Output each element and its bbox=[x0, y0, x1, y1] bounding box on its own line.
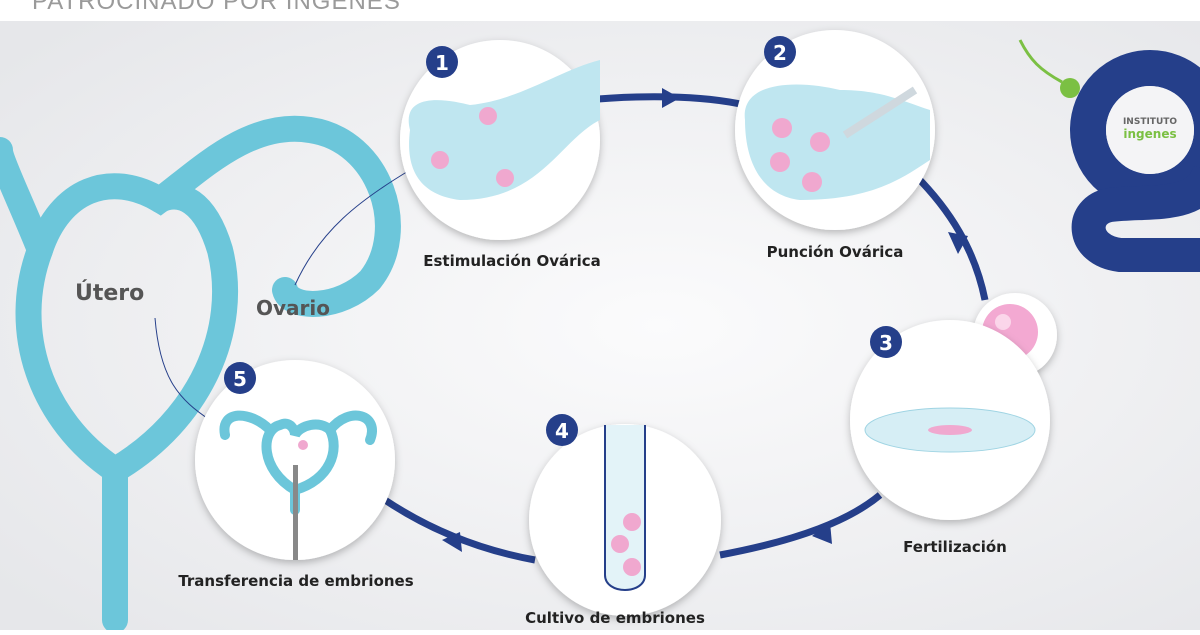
uterus-illustration bbox=[0, 115, 401, 633]
step-4-culture: 4 Cultivo de embriones bbox=[525, 414, 721, 627]
ingenes-logo: INSTITUTO ingenes bbox=[1018, 39, 1200, 272]
step-1-number: 1 bbox=[435, 51, 449, 75]
step-4-label: Cultivo de embriones bbox=[525, 609, 705, 627]
logo-line2: ingenes bbox=[1123, 127, 1176, 141]
ovario-leader-line bbox=[294, 169, 411, 286]
sponsor-text: PATROCINADO POR INGENES bbox=[32, 0, 401, 15]
step-5-transfer: 5 Transferencia de embriones bbox=[178, 360, 414, 590]
arrowhead-icon bbox=[442, 532, 462, 552]
ovario-label: Ovario bbox=[256, 296, 330, 320]
arrowhead-icon bbox=[662, 88, 680, 108]
step-2-number: 2 bbox=[773, 41, 787, 65]
step-3-number: 3 bbox=[879, 331, 893, 355]
step-3-fertilization: 3 Fertilización bbox=[850, 320, 1050, 556]
logo-line1: INSTITUTO bbox=[1123, 117, 1177, 127]
arrowhead-icon bbox=[812, 522, 832, 544]
arrowheads bbox=[442, 88, 968, 552]
step-1-label: Estimulación Ovárica bbox=[423, 252, 601, 270]
step-4-number: 4 bbox=[555, 419, 569, 443]
ivf-infographic: Útero Ovario 1 Estimulación Ovárica 2 Pu… bbox=[0, 21, 1200, 633]
step-2-label: Punción Ovárica bbox=[767, 243, 904, 261]
utero-label: Útero bbox=[75, 280, 144, 306]
arrowhead-icon bbox=[948, 232, 968, 254]
step-5-number: 5 bbox=[233, 367, 247, 391]
step-1-stimulation: 1 Estimulación Ovárica bbox=[400, 40, 601, 270]
utero-leader-line bbox=[154, 317, 211, 421]
step-5-label: Transferencia de embriones bbox=[178, 572, 413, 590]
sponsor-banner: PATROCINADO POR INGENES bbox=[0, 0, 1200, 21]
step-3-label: Fertilización bbox=[903, 538, 1007, 556]
step-2-retrieval: 2 Punción Ovárica bbox=[735, 30, 935, 261]
